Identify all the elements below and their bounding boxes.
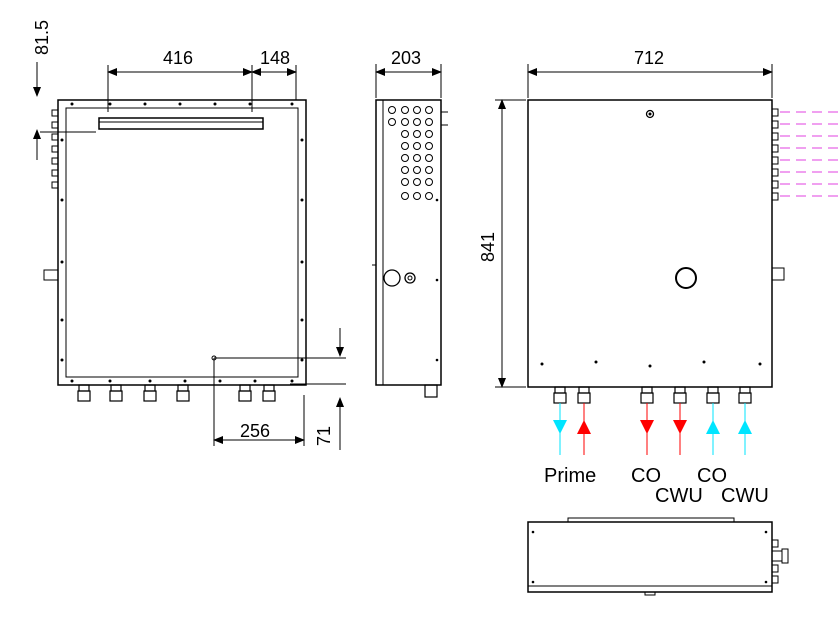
side-hole (383, 269, 401, 287)
back-view (527, 99, 785, 404)
label-co-1: CO (631, 465, 661, 487)
front-view (40, 99, 307, 402)
cwu-return-arrow (738, 420, 752, 434)
dim-841: 841 (478, 232, 498, 262)
back-top-hole (645, 109, 655, 119)
sensor-dash-lines (780, 111, 840, 197)
flow-arrows (553, 403, 752, 455)
label-co-2: CO (697, 465, 727, 487)
side-gland (404, 272, 416, 284)
side-dimensions (375, 64, 442, 98)
top-view (527, 517, 789, 596)
front-inner-frame (65, 107, 299, 378)
front-screws (60, 102, 304, 383)
dim-71: 71 (314, 426, 334, 446)
side-view (372, 99, 448, 398)
dim-148: 148 (260, 48, 290, 68)
label-cwu-2: CWU (721, 485, 769, 507)
dim-256: 256 (240, 421, 270, 441)
dim-203: 203 (391, 48, 421, 68)
top-side-fittings (771, 539, 789, 584)
prime-supply-arrow (577, 420, 591, 434)
label-cwu-1: CWU (655, 485, 703, 507)
front-dimensions (33, 62, 346, 450)
front-top-handle (98, 117, 264, 130)
side-outer (375, 99, 442, 386)
back-outer (527, 99, 773, 388)
top-outer (527, 521, 773, 593)
back-right-fittings (771, 108, 785, 281)
label-prime: Prime (544, 465, 596, 487)
back-bottom-connections (553, 386, 752, 404)
dim-712: 712 (634, 48, 664, 68)
top-handle (567, 517, 735, 523)
co-supply-arrow (640, 420, 654, 434)
dim-81-5: 81.5 (32, 20, 52, 55)
front-bottom-connections (77, 384, 276, 402)
cwu-supply-arrow (673, 420, 687, 434)
front-outer-frame (57, 99, 307, 386)
dim-416: 416 (163, 48, 193, 68)
prime-return-arrow (553, 420, 567, 434)
co-return-arrow (706, 420, 720, 434)
back-round-port (675, 267, 697, 289)
side-bottom-fitting (424, 384, 438, 398)
front-left-fittings (40, 109, 96, 281)
side-gland-grid (388, 106, 433, 200)
back-dimensions (495, 64, 773, 388)
